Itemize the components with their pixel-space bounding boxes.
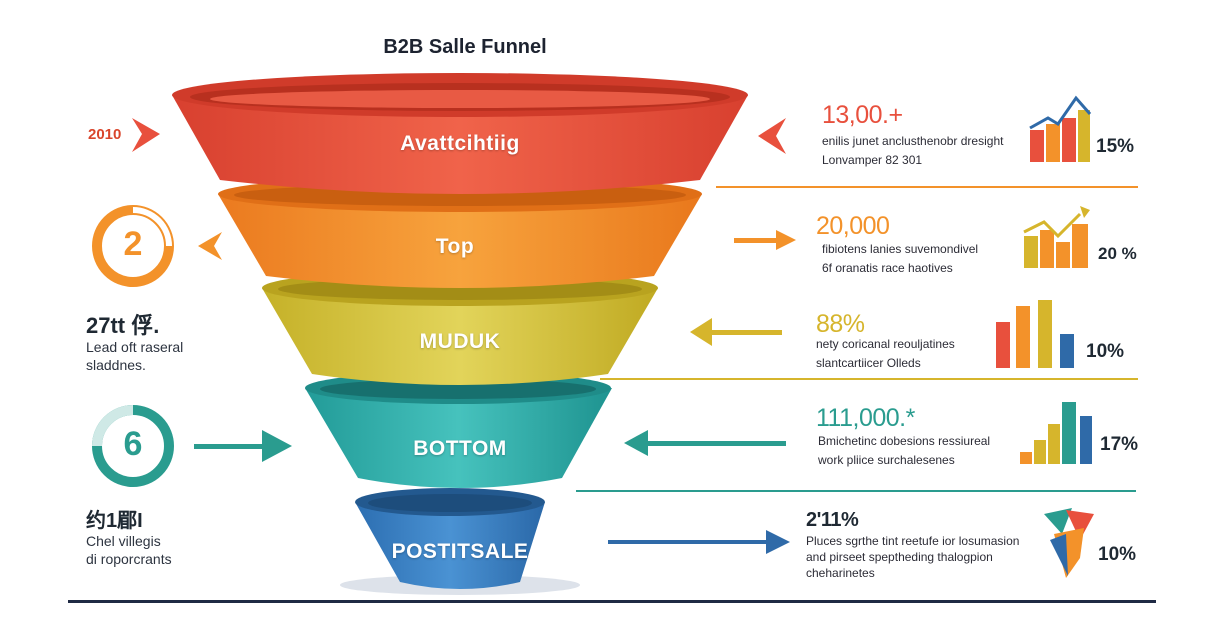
left-desc: Lead oft raseral sladdnes. [86,338,183,374]
ring-progress-icon [92,205,174,287]
pie-chart-icon [1044,508,1094,578]
ring-number: 6 [123,425,143,463]
left-year: 2010 [88,126,122,143]
desc-line: work pliice surchalesenes [818,453,955,467]
arrow-left-icon [758,118,786,154]
funnel-stage-bottom [305,372,612,488]
divider [576,490,1136,492]
bar-chart-icon [1020,402,1092,464]
metric-value: 2'11% [806,509,859,531]
metric-desc: Bmichetinc dobesions ressiureal work pli… [818,432,990,470]
arrow-right-icon [608,530,790,554]
desc-line: cheharinetes [806,566,875,580]
stage-label-postsale: POSTITSALE [391,540,529,563]
metric-percent: 15% [1096,136,1135,157]
stage-label-top: Top [435,235,475,258]
desc-line: di roporcrants [86,551,172,567]
stage-label-bottom: BOTTOM [413,437,507,460]
baseline [68,600,1156,603]
desc-line: nety coricanal reouljatines [816,337,955,351]
bar-chart-icon [996,300,1074,368]
arrow-left-icon [624,430,786,456]
metric-desc: nety coricanal reouljatines slantcartiic… [816,335,955,373]
metric-value: 20,000 [816,212,890,240]
desc-line: and pirseet speptheding thalogpion [806,550,993,564]
ring-progress-icon [92,405,174,487]
left-stat: 27tt 俘. [86,313,160,338]
desc-line: Lead oft raseral [86,339,184,355]
page-title: B2B Salle Funnel [383,36,547,58]
arrow-right-icon [734,230,796,250]
desc-line: slantcartiicer Olleds [816,356,921,370]
funnel-stage-postsale [355,488,545,589]
metric-value: 13,00.+ [822,101,903,129]
divider [716,186,1138,188]
desc-line: Bmichetinc dobesions ressiureal [818,434,991,448]
arrow-right-icon [132,118,160,152]
desc-line: Pluces sgrthe tint reetufe ior losumasio… [806,534,1020,548]
stage-label-middle: MUDUK [419,330,501,353]
metric-percent: 20 % [1098,244,1137,263]
arrow-left-icon [198,232,222,260]
metric-value: 88% [816,310,865,338]
metric-desc: fibiotens lanies suvemondivel 6f oranati… [822,240,978,278]
stage-label-awareness: Avattcihtiig [400,132,520,155]
bar-chart-icon [1023,206,1090,268]
desc-line: 6f oranatis race haotives [822,261,953,275]
metric-percent: 10% [1098,544,1137,565]
arrow-left-icon [690,318,782,346]
desc-line: enilis junet anclusthenobr dresight [822,134,1004,148]
bar-chart-icon [1029,95,1092,162]
metric-percent: 10% [1086,341,1125,362]
metric-value: 111,000.* [816,404,915,432]
arrow-right-icon [194,430,292,462]
funnel-stage-awareness [172,73,748,194]
ring-number: 2 [123,225,143,263]
metric-desc: enilis junet anclusthenobr dresight Lonv… [822,132,1003,170]
desc-line: Chel villegis [86,533,161,549]
desc-line: Lonvamper 82 301 [822,153,923,167]
left-desc: Chel villegis di roporcrants [86,532,172,568]
desc-line: sladdnes. [86,357,146,373]
metric-percent: 17% [1100,434,1139,455]
left-stat: 约1郿I [86,510,143,532]
metric-desc: Pluces sgrthe tint reetufe ior losumasio… [806,533,1019,581]
divider [600,378,1138,380]
desc-line: fibiotens lanies suvemondivel [822,242,979,256]
